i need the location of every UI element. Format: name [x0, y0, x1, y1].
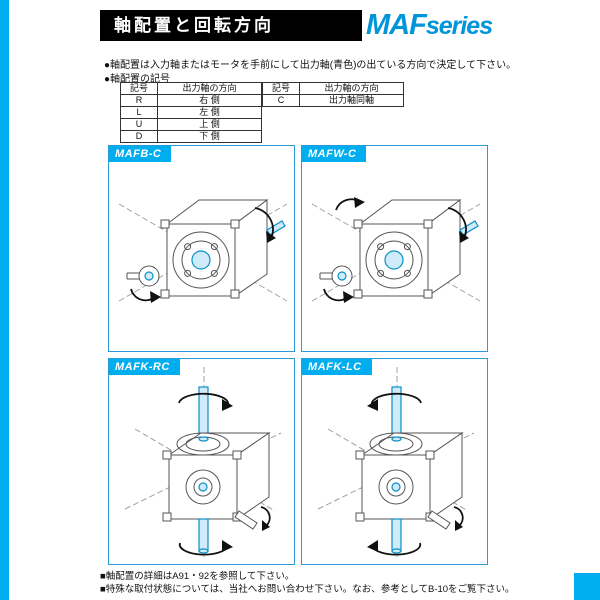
panel-mafb-c: MAFB-C — [108, 145, 295, 352]
panel-label: MAFK-RC — [109, 359, 180, 375]
table-cell: 出力軸同軸 — [299, 94, 404, 107]
footer-note-contact: ■特殊な取付状態については、当社へお問い合わせ下さい。なお、参考としてB-10を… — [100, 584, 515, 595]
panel-label: MAFB-C — [109, 146, 172, 162]
note-symbol-heading: ●軸配置の記号 — [104, 74, 171, 85]
series-logo-maf: MAF — [366, 9, 427, 41]
table-header: 記号 — [120, 82, 158, 95]
table-header: 記号 — [262, 82, 300, 95]
table-cell: L — [120, 106, 158, 119]
table-cell: R — [120, 94, 158, 107]
series-logo: MAFseries — [366, 9, 493, 41]
gearbox-diagram-vertical — [124, 367, 282, 557]
page-title: 軸配置と回転方向 — [100, 10, 362, 41]
table-cell: C — [262, 94, 300, 107]
axis-symbol-tables: 記号 出力軸の方向 R 右 側 L 左 側 U 上 側 D 下 側 記号 — [120, 82, 404, 143]
table-cell: U — [120, 118, 158, 131]
panel-label: MAFW-C — [302, 146, 367, 162]
diagram-panels: MAFB-C — [108, 145, 488, 565]
gearbox-diagram-horizontal — [118, 199, 288, 303]
series-logo-series: series — [425, 12, 493, 40]
panel-mafk-lc: MAFK-LC — [301, 358, 488, 565]
table-cell: 下 側 — [157, 130, 262, 143]
panel-label: MAFK-LC — [302, 359, 372, 375]
gearbox-diagram-horizontal — [311, 197, 481, 303]
table-header: 出力軸の方向 — [157, 82, 262, 95]
axis-symbol-table-right: 記号 出力軸の方向 C 出力軸同軸 — [262, 82, 404, 107]
page-edge-strip — [0, 0, 9, 600]
table-cell: 上 側 — [157, 118, 262, 131]
panel-mafk-rc: MAFK-RC — [108, 358, 295, 565]
table-cell: 左 側 — [157, 106, 262, 119]
axis-symbol-table-left: 記号 出力軸の方向 R 右 側 L 左 側 U 上 側 D 下 側 — [120, 82, 262, 143]
page-number-box — [574, 573, 600, 600]
table-cell: D — [120, 130, 158, 143]
footer-note-reference: ■軸配置の詳細はA91・92を参照して下さい。 — [100, 571, 295, 582]
table-cell: 右 側 — [157, 94, 262, 107]
table-header: 出力軸の方向 — [299, 82, 404, 95]
note-shaft-direction: ●軸配置は入力軸またはモータを手前にして出力軸(青色)の出ている方向で決定して下… — [104, 60, 517, 71]
gearbox-diagram-vertical — [317, 367, 475, 557]
panel-mafw-c: MAFW-C — [301, 145, 488, 352]
